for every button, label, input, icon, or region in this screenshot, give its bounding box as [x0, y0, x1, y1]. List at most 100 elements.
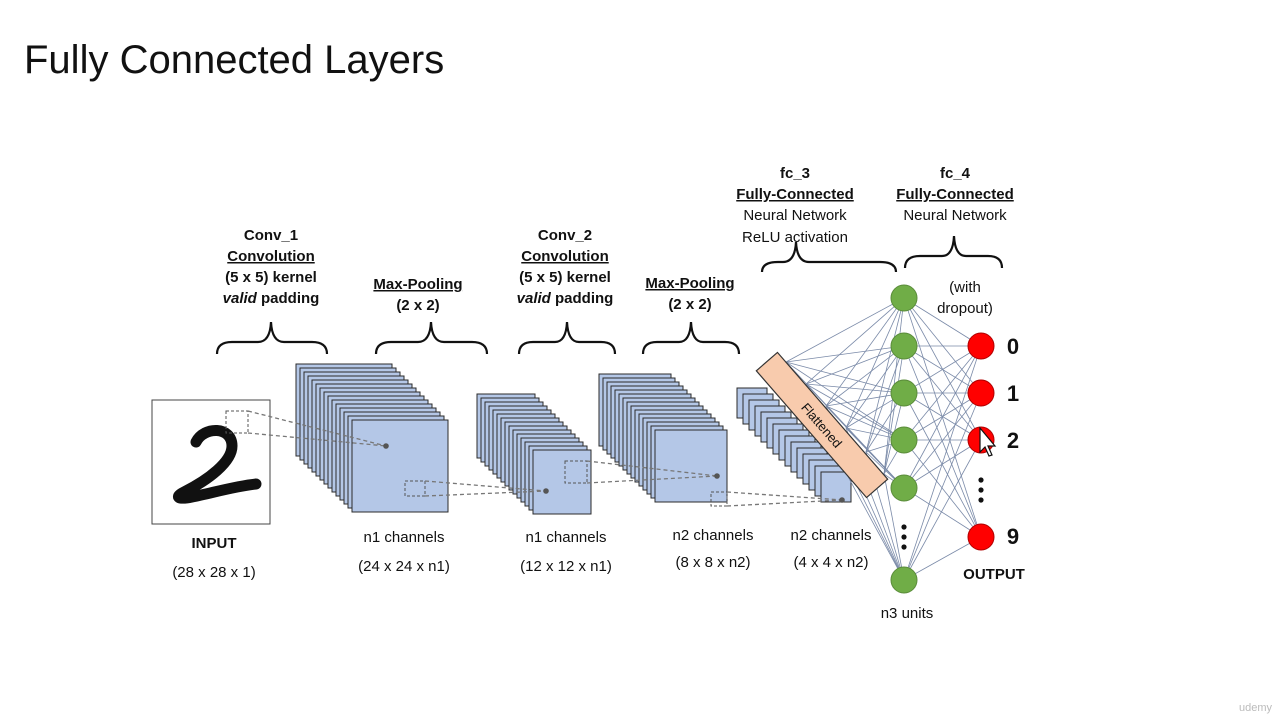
connection-edge: [903, 345, 982, 581]
input-image: [151, 399, 271, 525]
connection-edge: [825, 405, 905, 441]
connection-edge: [903, 487, 982, 538]
svg-text:Conv_1: Conv_1: [244, 227, 298, 244]
svg-text:Neural Network: Neural Network: [903, 207, 1007, 224]
output-node: [967, 332, 995, 360]
feature-map-stack-1: [295, 363, 449, 513]
pool1-label: Max-Pooling (2 x 2): [373, 276, 462, 314]
connection-edge: [865, 345, 905, 453]
braces: [215, 235, 1004, 355]
watermark: udemy: [1238, 702, 1272, 714]
brace-fc3: [760, 241, 898, 273]
output-digit-1: 1: [1007, 381, 1019, 406]
feature-map-sheet: [532, 449, 592, 515]
pool2-label: Max-Pooling (2 x 2): [645, 275, 734, 313]
connection-edge: [903, 439, 982, 581]
svg-text:(2 x 2): (2 x 2): [396, 297, 439, 314]
output-digit-9: 9: [1007, 524, 1019, 549]
connection-edge: [903, 392, 982, 581]
volume2-dims: (12 x 12 x n1): [520, 558, 612, 575]
conv2-label: Conv_2 Convolution (5 x 5) kernel valid …: [517, 227, 614, 307]
volume3-label: n2 channels: [673, 527, 754, 544]
connection-edge: [805, 297, 905, 385]
connection-edge: [903, 345, 982, 441]
svg-text:(5 x 5) kernel: (5 x 5) kernel: [519, 269, 611, 286]
hidden-node: [890, 284, 918, 312]
volume3-dims: (8 x 8 x n2): [675, 554, 750, 571]
hidden-units-label: n3 units: [881, 605, 934, 622]
svg-text:fc_4: fc_4: [940, 165, 971, 182]
conv1-label: Conv_1 Convolution (5 x 5) kernel valid …: [223, 227, 320, 307]
volume4-dims: (4 x 4 x n2): [793, 554, 868, 571]
svg-text:Max-Pooling: Max-Pooling: [645, 275, 734, 292]
feature-map-sheet: [820, 471, 852, 503]
feature-map-stack-2: [476, 393, 592, 515]
connection-edge: [825, 345, 905, 407]
svg-text:valid padding: valid padding: [223, 290, 320, 307]
hidden-ellipsis: [901, 524, 907, 550]
hidden-node: [890, 474, 918, 502]
output-node: [967, 379, 995, 407]
hidden-node: [890, 332, 918, 360]
connection-edge: [883, 473, 905, 581]
mouse-cursor-icon: [979, 426, 997, 457]
volume1-label: n1 channels: [364, 529, 445, 546]
fully-connected-edges: [785, 297, 982, 581]
connection-edge: [903, 536, 982, 581]
output-digit-0: 0: [1007, 334, 1019, 359]
connection-edge: [883, 345, 905, 475]
connection-edge: [903, 297, 982, 347]
output-digit-2: 2: [1007, 428, 1019, 453]
feature-map-sheet: [351, 419, 449, 513]
svg-text:(5 x 5) kernel: (5 x 5) kernel: [225, 269, 317, 286]
fc3-label: fc_3 Fully-Connected Neural Network ReLU…: [736, 165, 854, 246]
svg-text:Fully-Connected: Fully-Connected: [896, 186, 1014, 203]
svg-text:Fully-Connected: Fully-Connected: [736, 186, 854, 203]
output-ellipsis: [978, 477, 984, 503]
volume2-label: n1 channels: [526, 529, 607, 546]
connection-edge: [805, 383, 905, 394]
svg-text:Conv_2: Conv_2: [538, 227, 592, 244]
connection-edge: [845, 345, 905, 429]
svg-text:(2 x 2): (2 x 2): [668, 296, 711, 313]
hidden-node: [890, 379, 918, 407]
connection-edge: [845, 427, 905, 489]
connection-edge: [903, 392, 982, 489]
hidden-layer-nodes: [890, 284, 918, 594]
svg-text:Convolution: Convolution: [227, 248, 314, 265]
brace-fc4: [903, 235, 1004, 269]
brace-conv1: [215, 321, 329, 355]
svg-text:valid padding: valid padding: [517, 290, 614, 307]
hidden-node: [890, 566, 918, 594]
connection-edge: [785, 361, 905, 394]
brace-pool2: [641, 321, 741, 355]
connection-edge: [785, 345, 905, 363]
dropout-note-line2: dropout): [937, 300, 993, 317]
output-node: [967, 523, 995, 551]
fc4-label: fc_4 Fully-Connected Neural Network: [896, 165, 1014, 224]
connection-edge: [903, 439, 982, 538]
connection-edge: [903, 297, 982, 394]
connection-edge: [903, 345, 982, 538]
connection-edge: [785, 361, 905, 441]
svg-text:Neural Network: Neural Network: [743, 207, 847, 224]
svg-text:Max-Pooling: Max-Pooling: [373, 276, 462, 293]
connection-edge: [865, 297, 905, 453]
output-label: OUTPUT: [963, 566, 1025, 583]
connection-edge: [903, 392, 982, 538]
hidden-node: [890, 426, 918, 454]
connection-edge: [903, 345, 982, 394]
dropout-note-line1: (with: [949, 279, 981, 296]
svg-text:fc_3: fc_3: [780, 165, 810, 182]
connection-edge: [825, 297, 905, 407]
svg-text:Convolution: Convolution: [521, 248, 608, 265]
volume1-dims: (24 x 24 x n1): [358, 558, 450, 575]
input-label: INPUT: [192, 535, 237, 552]
connection-edge: [845, 297, 905, 429]
input-dims: (28 x 28 x 1): [172, 564, 255, 581]
feature-map-sheet: [654, 429, 728, 503]
receptive-field-lines: [247, 410, 845, 507]
volume4-label: n2 channels: [791, 527, 872, 544]
connection-edge: [785, 297, 905, 363]
connection-edge: [903, 345, 982, 489]
